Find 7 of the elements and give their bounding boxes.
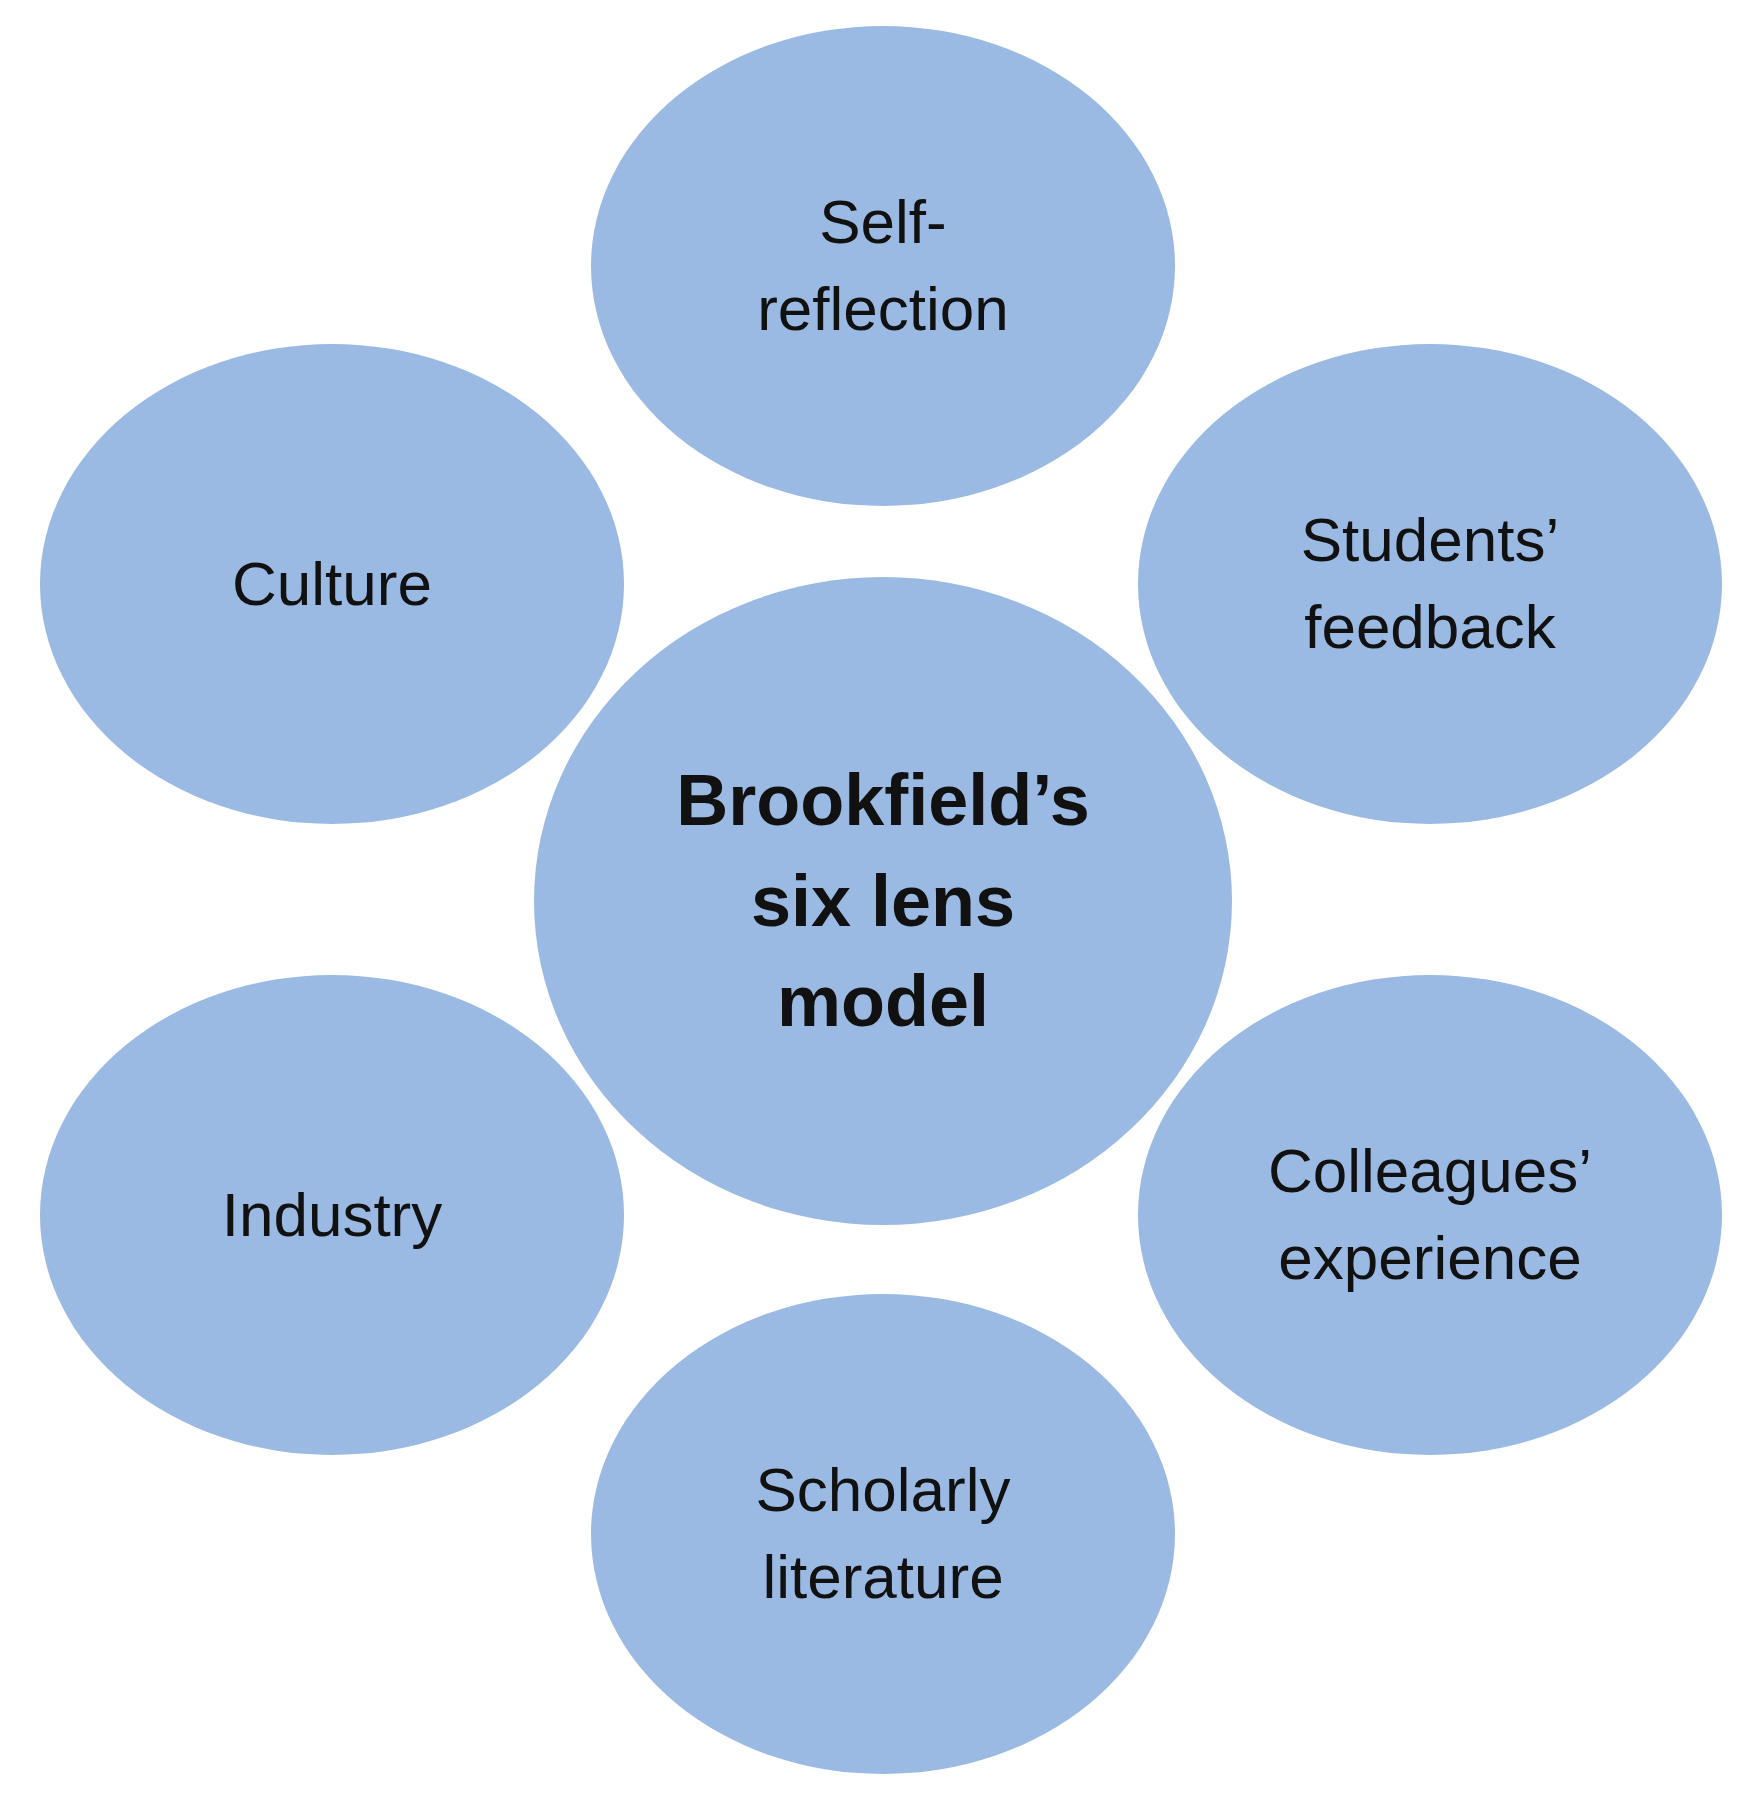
lens-label: Colleagues’ experience bbox=[1267, 1135, 1593, 1294]
model-title: Brookfield’s six lens model bbox=[675, 758, 1091, 1044]
lens-label: Scholarly literature bbox=[754, 1454, 1012, 1613]
lens-label: Industry bbox=[221, 1178, 443, 1251]
lens-label: Self-reflection bbox=[756, 186, 1010, 345]
lens-label: Students’ feedback bbox=[1299, 504, 1561, 663]
lens-label: Culture bbox=[232, 547, 432, 620]
